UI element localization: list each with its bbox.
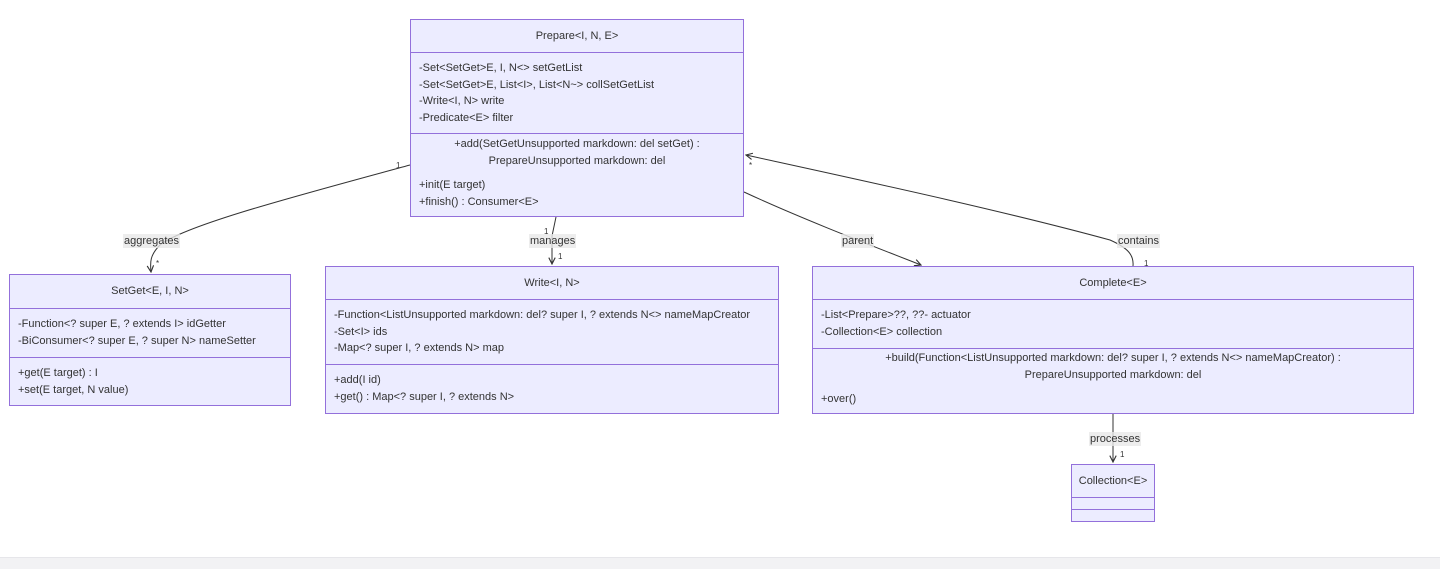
mult-manages-target: 1 <box>558 252 563 261</box>
attribute: -Function<? super E, ? extends I> idGett… <box>18 318 226 330</box>
class-write-attributes: -Function<ListUnsupported markdown: del?… <box>326 300 778 365</box>
mult-contains-target: * <box>749 161 753 170</box>
class-complete-methods: +build(Function<ListUnsupported markdown… <box>813 349 1413 414</box>
method: +get(E target) : I <box>18 367 98 379</box>
attribute: -BiConsumer<? super E, ? super N> nameSe… <box>18 334 256 347</box>
edge-label-contains: contains <box>1117 234 1160 248</box>
mult-manages-source: 1 <box>544 227 549 236</box>
edge-label-parent: parent <box>841 234 875 248</box>
method: +over() <box>821 393 857 405</box>
method: +set(E target, N value) <box>18 383 129 396</box>
method: +add(SetGetUnsupported markdown: del set… <box>454 138 700 150</box>
mult-contains-source: 1 <box>1144 259 1149 268</box>
attribute: -Function<ListUnsupported markdown: del?… <box>334 309 751 321</box>
class-complete: Complete<E> -List<Prepare>??, ??- actuat… <box>812 266 1414 414</box>
class-setget: SetGet<E, I, N> -Function<? super E, ? e… <box>9 274 291 406</box>
attribute: -Collection<E> collection <box>821 325 943 338</box>
method: +init(E target) <box>419 179 486 191</box>
class-setget-name: SetGet<E, I, N> <box>10 275 290 309</box>
class-collection-attributes <box>1072 498 1154 510</box>
class-prepare-name: Prepare<I, N, E> <box>411 20 743 53</box>
class-setget-methods: +get(E target) : I +set(E target, N valu… <box>10 358 290 404</box>
edge-label-aggregates: aggregates <box>123 234 181 248</box>
method: +get() : Map<? super I, ? extends N> <box>334 390 515 403</box>
attribute: -Set<SetGet>E, List<I>, List<N~> collSet… <box>419 78 655 91</box>
attribute: -Set<I> ids <box>334 325 388 338</box>
mult-aggregates-source: 1 <box>396 161 401 170</box>
class-prepare-methods: +add(SetGetUnsupported markdown: del set… <box>411 134 743 216</box>
class-complete-attributes: -List<Prepare>??, ??- actuator -Collecti… <box>813 300 1413 349</box>
class-collection-methods <box>1072 510 1154 521</box>
class-prepare-attributes: -Set<SetGet>E, I, N<> setGetList -Set<Se… <box>411 53 743 134</box>
class-write-name: Write<I, N> <box>326 267 778 300</box>
edge-aggregates <box>151 164 411 272</box>
attribute: -Write<I, N> write <box>419 95 505 107</box>
edge-label-manages: manages <box>529 234 577 248</box>
mult-processes-target: 1 <box>1120 450 1125 459</box>
attribute: -Set<SetGet>E, I, N<> setGetList <box>419 62 583 74</box>
edge-parent <box>743 191 921 265</box>
attribute: -Map<? super I, ? extends N> map <box>334 342 504 354</box>
class-collection-name: Collection<E> <box>1072 465 1154 498</box>
method: PrepareUnsupported markdown: del <box>1024 368 1202 381</box>
edge-contains <box>746 155 1134 267</box>
attribute: -List<Prepare>??, ??- actuator <box>821 309 971 321</box>
method: PrepareUnsupported markdown: del <box>488 154 666 167</box>
class-collection: Collection<E> <box>1071 464 1155 522</box>
mult-aggregates-target: * <box>156 259 160 268</box>
edge-label-processes: processes <box>1089 432 1142 446</box>
bottom-bar <box>0 557 1440 569</box>
class-setget-attributes: -Function<? super E, ? extends I> idGett… <box>10 309 290 358</box>
method: +build(Function<ListUnsupported markdown… <box>885 352 1341 364</box>
method: +add(I id) <box>334 374 381 386</box>
class-prepare: Prepare<I, N, E> -Set<SetGet>E, I, N<> s… <box>410 19 744 217</box>
class-complete-name: Complete<E> <box>813 267 1413 300</box>
method: +finish() : Consumer<E> <box>419 195 539 208</box>
attribute: -Predicate<E> filter <box>419 111 514 124</box>
class-write: Write<I, N> -Function<ListUnsupported ma… <box>325 266 779 414</box>
class-write-methods: +add(I id) +get() : Map<? super I, ? ext… <box>326 365 778 411</box>
